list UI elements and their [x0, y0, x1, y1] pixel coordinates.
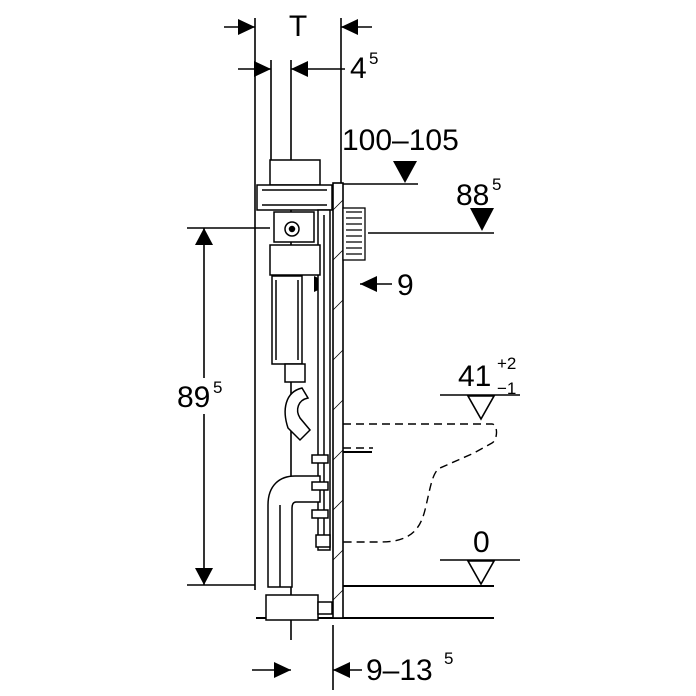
- dimension-9-13-5: [252, 625, 362, 690]
- wall-panel: [332, 182, 344, 619]
- triangle-41: [466, 395, 496, 421]
- toilet-bowl-outline: [343, 423, 498, 543]
- arrow-t-right: [341, 19, 358, 35]
- label-100-105: 100–105: [342, 124, 459, 157]
- label-89-5: 89: [177, 381, 210, 414]
- wall-hatching: [332, 199, 344, 601]
- arrow-913-left: [274, 662, 291, 678]
- arrow-913-right: [333, 662, 350, 678]
- label-9-13-5: 9–13: [366, 654, 433, 687]
- label-9-13-5-sup: 5: [444, 649, 453, 668]
- label-0: 0: [473, 526, 490, 559]
- arrow-89-top: [195, 228, 213, 245]
- label-88-5-sup: 5: [492, 175, 501, 194]
- arrow-89-bottom: [195, 568, 213, 585]
- triangle-100-105: [393, 161, 417, 183]
- triangle-0: [466, 560, 496, 586]
- label-9: 9: [397, 269, 414, 302]
- triangle-88-5: [470, 208, 494, 231]
- arrow-45-left: [254, 61, 271, 77]
- label-88-5: 88: [456, 179, 489, 212]
- arrow-45-right: [291, 61, 308, 77]
- label-4-5-sup: 5: [369, 49, 378, 68]
- wall-recess: [342, 207, 366, 261]
- label-41-minus: −1: [497, 379, 516, 398]
- label-4-5: 4: [350, 52, 367, 85]
- label-41: 41: [458, 360, 491, 393]
- label-41-plus: +2: [497, 354, 516, 373]
- label-89-5-sup: 5: [213, 378, 222, 397]
- label-t: T: [289, 10, 307, 43]
- arrow-t-left: [238, 19, 255, 35]
- installation-frame: [256, 159, 333, 621]
- label-89-5-bg: [176, 378, 236, 414]
